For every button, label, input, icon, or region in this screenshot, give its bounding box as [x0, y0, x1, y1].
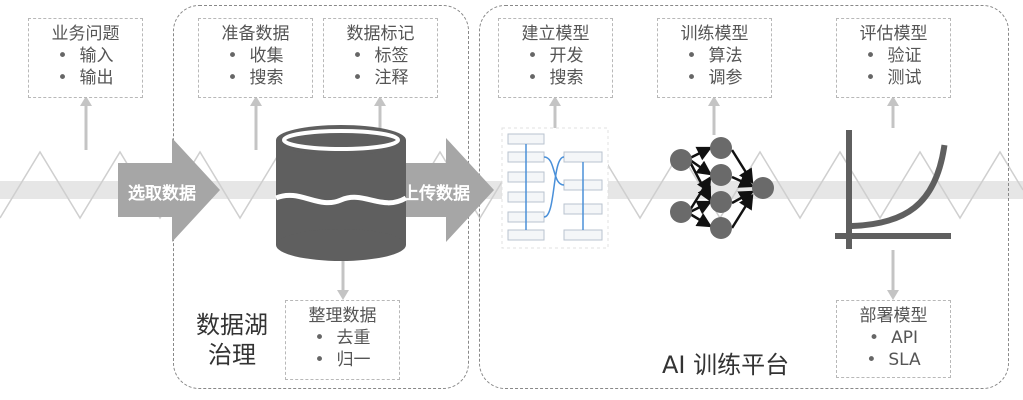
business-problem-title: 业务问题	[51, 24, 120, 44]
datalake-label: 数据湖 治理	[196, 310, 268, 370]
train-model-box: 训练模型 算法 调参	[657, 18, 772, 98]
business-problem-box: 业务问题 输入 输出	[28, 18, 143, 98]
business-item-output: 输出	[29, 67, 142, 89]
train-item-algorithm: 算法	[658, 45, 771, 67]
organize-item-normalize: 归一	[286, 349, 399, 371]
label-data-title: 数据标记	[346, 24, 415, 44]
deploy-item-api: API	[837, 327, 950, 349]
label-item-annotate: 注释	[324, 67, 437, 89]
organize-data-title: 整理数据	[308, 306, 377, 326]
upload-arrow	[396, 138, 494, 242]
deploy-model-box: 部署模型 API SLA	[836, 300, 951, 378]
train-item-tuning: 调参	[658, 67, 771, 89]
datalake-label-line1: 数据湖	[196, 311, 268, 339]
train-model-title: 训练模型	[680, 24, 749, 44]
upload-arrow-label: 上传数据	[402, 184, 470, 204]
evaluate-item-validate: 验证	[837, 45, 950, 67]
organize-item-dedup: 去重	[286, 327, 399, 349]
evaluate-model-box: 评估模型 验证 测试	[836, 18, 951, 98]
evaluate-model-title: 评估模型	[859, 24, 928, 44]
build-item-search: 搜索	[499, 67, 612, 89]
extract-arrow-label: 选取数据	[128, 184, 196, 204]
prepare-data-title: 准备数据	[221, 24, 290, 44]
build-model-title: 建立模型	[521, 24, 590, 44]
organize-data-box: 整理数据 去重 归一	[285, 300, 400, 380]
datalake-label-line2: 治理	[208, 341, 256, 369]
ai-platform-label: AI 训练平台	[662, 351, 790, 379]
label-data-box: 数据标记 标签 注释	[323, 18, 438, 98]
deploy-model-title: 部署模型	[859, 306, 928, 326]
connector-arrowheads	[80, 96, 899, 300]
prepare-item-search: 搜索	[199, 67, 312, 89]
extract-arrow	[118, 138, 220, 242]
build-item-develop: 开发	[499, 45, 612, 67]
prepare-data-box: 准备数据 收集 搜索	[198, 18, 313, 98]
build-model-box: 建立模型 开发 搜索	[498, 18, 613, 98]
evaluate-item-test: 测试	[837, 67, 950, 89]
prepare-item-collect: 收集	[199, 45, 312, 67]
deploy-item-sla: SLA	[837, 349, 950, 371]
business-item-input: 输入	[29, 45, 142, 67]
label-item-tag: 标签	[324, 45, 437, 67]
